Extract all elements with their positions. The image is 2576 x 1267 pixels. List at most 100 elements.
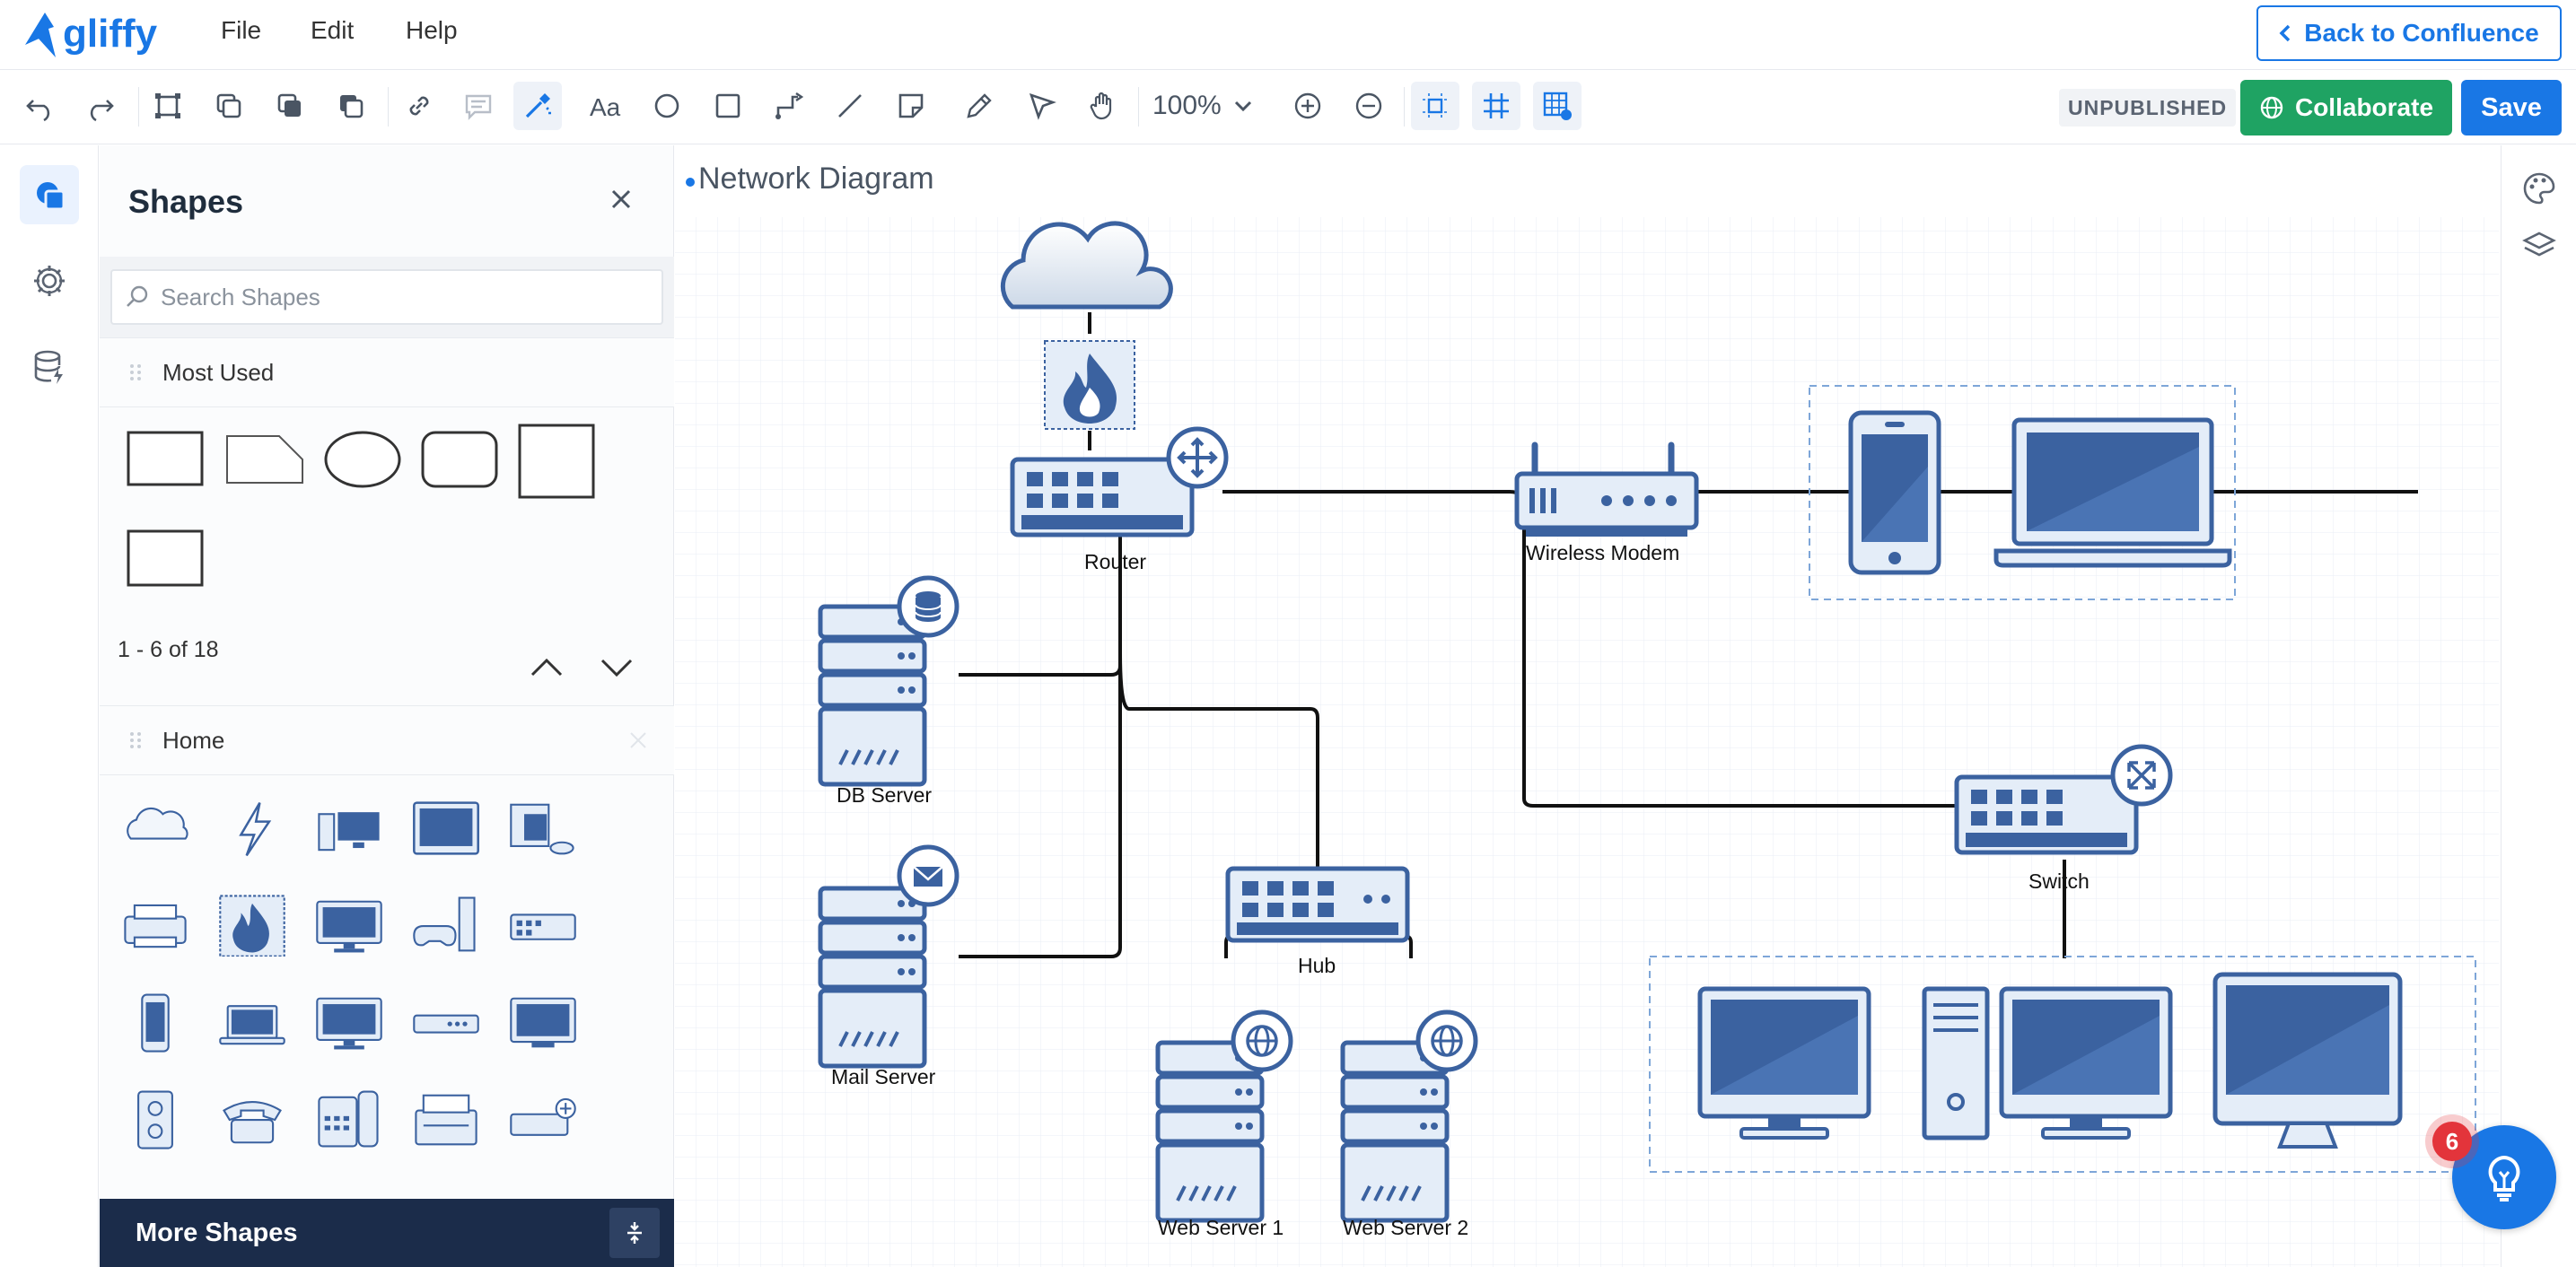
collaborate-button[interactable]: Collaborate xyxy=(2240,80,2452,135)
pan-hand-icon[interactable] xyxy=(1079,82,1127,130)
shape-rounded-rect[interactable] xyxy=(421,431,498,488)
layers-icon[interactable] xyxy=(2521,228,2557,264)
diagram-canvas[interactable]: Network Diagram xyxy=(675,145,2499,1267)
desktop-devices-group[interactable] xyxy=(1649,956,2476,1173)
crt-monitor-icon[interactable] xyxy=(408,797,484,860)
more-shapes-bar[interactable]: More Shapes xyxy=(100,1199,674,1267)
search-icon xyxy=(125,284,150,310)
bring-front-icon[interactable] xyxy=(266,82,314,130)
grid-icon[interactable] xyxy=(1472,82,1520,130)
laptop-icon[interactable] xyxy=(215,991,290,1053)
snap-to-object-icon[interactable] xyxy=(1411,82,1459,130)
zoom-select[interactable]: 100% xyxy=(1152,91,1252,121)
telephone-icon[interactable] xyxy=(215,1088,290,1150)
gliffy-logo[interactable]: gliffy xyxy=(18,5,224,65)
laptop-icon[interactable] xyxy=(1993,417,2232,568)
smartphone-icon[interactable] xyxy=(1848,410,1941,575)
network-device-add-icon[interactable] xyxy=(505,1088,581,1150)
db-server-label: DB Server xyxy=(837,783,932,807)
router-small-icon[interactable] xyxy=(505,894,581,957)
cloud-icon[interactable] xyxy=(1000,221,1173,310)
monitor-icon[interactable] xyxy=(311,991,387,1053)
save-button[interactable]: Save xyxy=(2461,80,2562,135)
search-shapes[interactable] xyxy=(110,269,663,325)
back-to-confluence-button[interactable]: Back to Confluence xyxy=(2256,5,2562,61)
chevron-up-icon[interactable] xyxy=(529,655,565,680)
comment-icon[interactable] xyxy=(454,82,503,130)
mobile-devices-group[interactable] xyxy=(1809,385,2236,600)
notification-badge[interactable]: 6 xyxy=(2432,1122,2472,1161)
monitor-icon[interactable] xyxy=(1697,986,1871,1140)
menu-edit[interactable]: Edit xyxy=(311,16,355,44)
globe-icon xyxy=(2259,95,2284,120)
router-icon[interactable] xyxy=(1010,426,1229,537)
shape-ellipse[interactable] xyxy=(324,431,401,488)
pencil-icon[interactable] xyxy=(955,82,1003,130)
desktop-computer-icon[interactable] xyxy=(311,797,387,860)
shape-rectangle-2[interactable] xyxy=(127,529,204,587)
workstation-icon[interactable] xyxy=(505,797,581,860)
smartphone-icon[interactable] xyxy=(118,991,193,1053)
select-all-icon[interactable] xyxy=(144,82,192,130)
menu-file[interactable]: File xyxy=(221,16,262,44)
all-in-one-computer-icon[interactable] xyxy=(2212,972,2403,1149)
search-input[interactable] xyxy=(161,283,627,311)
text-tool-icon[interactable]: Aa xyxy=(582,82,630,130)
web-server-2-icon[interactable] xyxy=(1340,1009,1478,1223)
ellipse-tool-icon[interactable] xyxy=(643,82,691,130)
modem-icon[interactable] xyxy=(408,991,484,1053)
desktop-computer-icon[interactable] xyxy=(1922,986,2173,1140)
cloud-icon[interactable] xyxy=(118,797,193,860)
palette-icon[interactable] xyxy=(2521,170,2557,206)
drag-handle-icon[interactable] xyxy=(125,362,146,383)
hub-icon[interactable] xyxy=(1225,866,1410,943)
db-server-icon[interactable] xyxy=(818,575,959,787)
hub-label: Hub xyxy=(1298,954,1336,977)
web-server-1-icon[interactable] xyxy=(1155,1009,1293,1223)
menu-help[interactable]: Help xyxy=(406,16,458,44)
page-settings-icon[interactable] xyxy=(1533,82,1582,130)
undo-icon[interactable] xyxy=(16,82,65,130)
shape-note[interactable] xyxy=(225,434,304,485)
office-phone-icon[interactable] xyxy=(311,1088,387,1150)
fax-machine-icon[interactable] xyxy=(408,1088,484,1150)
line-tool-icon[interactable] xyxy=(826,82,874,130)
section-home[interactable]: Home xyxy=(100,705,674,775)
wireless-modem-icon[interactable] xyxy=(1514,441,1699,537)
redo-icon[interactable] xyxy=(75,82,124,130)
format-painter-icon[interactable] xyxy=(513,82,562,130)
game-console-icon[interactable] xyxy=(408,894,484,957)
chevron-down-icon[interactable] xyxy=(599,655,635,680)
shape-square[interactable] xyxy=(518,424,595,501)
send-back-icon[interactable] xyxy=(327,82,375,130)
firewall-icon[interactable] xyxy=(1044,340,1135,430)
zoom-out-icon[interactable] xyxy=(1345,82,1393,130)
duplicate-icon[interactable] xyxy=(205,82,253,130)
mail-server-icon[interactable] xyxy=(818,844,959,1069)
document-title[interactable]: Network Diagram xyxy=(698,162,934,196)
section-most-used[interactable]: Most Used xyxy=(100,337,674,407)
data-layer-icon[interactable] xyxy=(20,337,79,397)
zoom-in-icon[interactable] xyxy=(1284,82,1332,130)
shapes-library-icon[interactable] xyxy=(20,165,79,224)
monitor-icon[interactable] xyxy=(311,894,387,957)
drag-handle-icon[interactable] xyxy=(125,730,146,751)
close-icon[interactable] xyxy=(629,731,647,749)
sticky-note-icon[interactable] xyxy=(887,82,935,130)
printer-icon[interactable] xyxy=(118,894,193,957)
rectangle-tool-icon[interactable] xyxy=(704,82,752,130)
collapse-icon[interactable] xyxy=(609,1208,660,1258)
link-icon[interactable] xyxy=(395,82,443,130)
power-outlet-icon[interactable] xyxy=(118,1088,193,1150)
connector-tool-icon[interactable] xyxy=(765,82,813,130)
shape-rectangle[interactable] xyxy=(127,431,204,486)
firewall-icon[interactable] xyxy=(215,894,290,957)
settings-gear-icon[interactable] xyxy=(20,251,79,310)
web-server-2-label: Web Server 2 xyxy=(1343,1216,1468,1239)
close-icon[interactable] xyxy=(605,183,637,215)
chevron-down-icon xyxy=(1234,100,1252,112)
switch-icon[interactable] xyxy=(1954,744,2173,855)
lightning-icon[interactable] xyxy=(215,797,290,860)
pointer-icon[interactable] xyxy=(1018,82,1066,130)
tv-icon[interactable] xyxy=(505,991,581,1053)
